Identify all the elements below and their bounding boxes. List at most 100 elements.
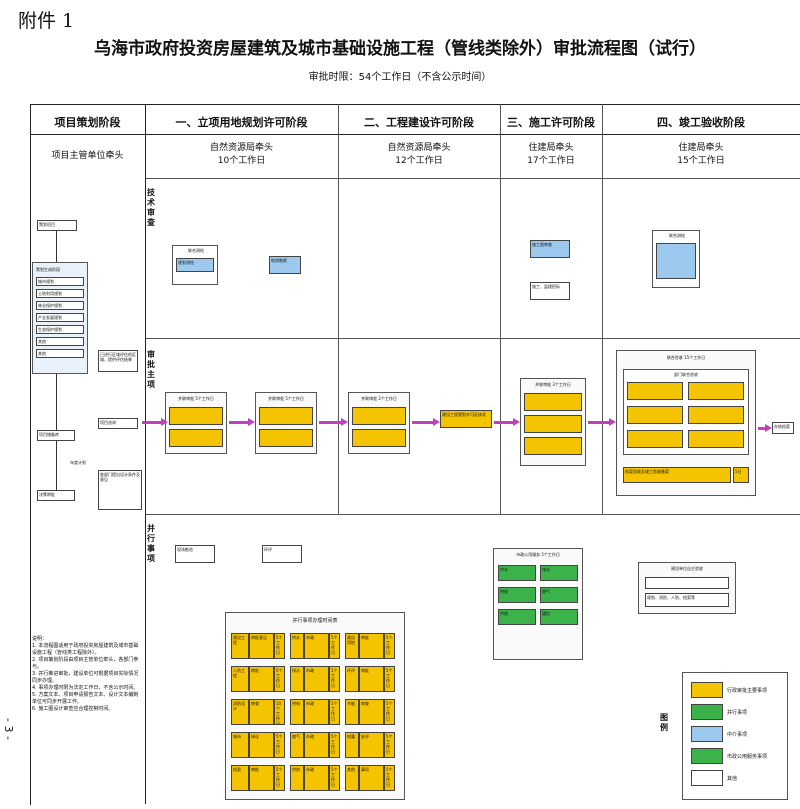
flow-arrow	[494, 418, 520, 426]
flow-arrow	[412, 418, 440, 426]
side-label-approve: 审批主项	[147, 350, 155, 389]
stage4-archive: 办结档案	[772, 422, 794, 434]
note-line: 5. 方案文本、项目申请报告文本、设计文本编制单位可同步开展工作。	[32, 692, 139, 705]
lead-divider	[145, 178, 800, 179]
flowchart-frame	[30, 104, 800, 805]
attachment-label: 附件 1	[18, 10, 75, 32]
stage4-tech-panel: 联合测绘	[652, 230, 700, 288]
stage3-item-1	[524, 393, 582, 411]
stage3-tech-item: 施工图审查	[530, 240, 570, 258]
legend-item: 并行事项	[691, 701, 787, 723]
table-row: 建设工程 审批意见 5个工作日 供水 市政 5个工作日 建设用地 审批 5个工作…	[231, 633, 401, 659]
planning-item-5: 其他	[36, 337, 84, 346]
utility-0: 供水	[498, 565, 536, 581]
notes-heading: 说明：	[32, 636, 48, 642]
stage2-item-2	[352, 429, 406, 447]
planning-decision: 决策审批	[37, 490, 75, 501]
dept-item-5	[627, 430, 683, 448]
stage2-group-title: 并联审批 2个工作日	[361, 396, 397, 401]
stage1-b-item-2	[259, 429, 313, 447]
stage3-parallel-panel: 市政公用服务 5个工作日 供水 排水 供电 燃气 供热 通信	[493, 548, 583, 660]
legend-swatch	[691, 748, 723, 764]
stage-1-lead: 自然资源局牵头	[209, 143, 273, 153]
stage2-group: 并联审批 2个工作日	[348, 392, 410, 454]
planning-start: 策划项目	[37, 220, 77, 231]
note-line: 2. 项目策划阶段由项目主管单位牵头，各部门参与。	[32, 657, 139, 670]
planning-item-4: 生态保护规划	[36, 325, 84, 334]
connector	[56, 441, 57, 490]
stage4-dept-panel: 部门联合验收	[623, 369, 749, 455]
planning-note2: 各部门提出设计条件及意见	[98, 470, 142, 510]
page-title: 乌海市政府投资房屋建筑及城市基础设施工程（管线类除外）审批流程图（试行）	[94, 39, 706, 59]
legend-swatch	[691, 704, 723, 720]
legend-item: 市政公用服务事项	[691, 745, 787, 767]
stage3-item-3	[524, 437, 582, 455]
col-divider-2	[338, 104, 339, 514]
stage-2-title: 二、工程建设许可阶段	[364, 116, 474, 129]
stage4-joint-title: 联合验收 15个工作日	[666, 355, 706, 360]
tech-divider	[145, 338, 800, 339]
stage-3-lead: 住建局牵头	[528, 143, 574, 153]
stage4-tech-title: 联合测绘	[669, 233, 685, 238]
stage1-tech-item: 规划测绘	[176, 258, 214, 272]
page-number: - 3 -	[2, 718, 15, 740]
legend: 图例 行政审批主要事项 并行事项 中介事项 市政公用服务事项 其他	[660, 672, 788, 800]
stage4-parallel-item-1	[645, 577, 729, 589]
stage4-parallel-title: 建设单位自主验收	[671, 566, 703, 571]
flow-arrow	[229, 418, 255, 426]
parallel-table-rows: 建设工程 审批意见 5个工作日 供水 市政 5个工作日 建设用地 审批 5个工作…	[231, 633, 401, 791]
table-row: 消防设计 审查 10个工作日 供电 市政 5个工作日 节能 审查 5个工作日	[231, 699, 401, 725]
planning-item-2: 林业保护规划	[36, 301, 84, 310]
connector	[56, 231, 57, 262]
col-divider-3	[500, 104, 501, 514]
stage3-tech-sub: 施工、监理招标	[530, 282, 570, 300]
stage3-group-title: 并联审批 3个工作日	[535, 382, 571, 387]
stage1-tech-title: 联合测绘	[188, 248, 204, 253]
note-line: 3. 并行推进审批，建设单位可根据项目实际情况同步办理。	[32, 671, 139, 684]
stage-0-lead: 项目主管单位牵头	[51, 151, 124, 161]
parallel-table: 并行事项办理时间表 建设工程 审批意见 5个工作日 供水 市政 5个工作日 建设…	[225, 612, 405, 800]
planning-note1: 已进行区域评估的区域，提供评估结果	[98, 350, 138, 372]
stage4-final-bar: 档案验收及竣工验收备案	[623, 467, 731, 483]
dept-item-3	[627, 406, 683, 424]
stage-2-days: 12个工作日	[395, 156, 443, 166]
planning-item-6: 其他	[36, 349, 84, 358]
planning-list-panel: 策划生成阶段 城市规划 土地利用规划 林业保护规划 产业发展规划 生态保护规划 …	[32, 262, 88, 374]
utility-4: 供热	[498, 609, 536, 625]
legend-swatch	[691, 770, 723, 786]
legend-title: 图例	[660, 713, 668, 732]
utility-2: 供电	[498, 587, 536, 603]
legend-item: 其他	[691, 767, 787, 789]
flow-arrow	[758, 424, 772, 432]
table-row: 城市 绿化 5个工作日 燃气 市政 5个工作日 地震 安评 5个工作日	[231, 732, 401, 758]
stage-3-days: 17个工作日	[527, 156, 575, 166]
dept-item-4	[688, 406, 744, 424]
stage-4-title: 四、竣工验收阶段	[657, 116, 745, 129]
stage1-a-item-2	[169, 429, 223, 447]
stage3-item-2	[524, 415, 582, 433]
stage-0-title: 项目策划阶段	[54, 116, 121, 129]
stage1-group-a: 并联审批 5个工作日	[165, 392, 227, 454]
stage4-joint-panel: 联合验收 15个工作日 部门联合验收 档案验收及竣工验收备案 5日	[616, 350, 756, 496]
planning-annual: 年度计划	[70, 460, 86, 465]
stage1-parallel-1: 环评	[262, 545, 302, 563]
stage1-group-a-title: 并联审批 5个工作日	[178, 396, 214, 401]
stage3-group: 并联审批 3个工作日	[520, 378, 586, 466]
stage3-parallel-title: 市政公用服务 5个工作日	[516, 552, 560, 557]
stage4-final-badge: 5日	[733, 467, 749, 483]
stage4-parallel-panel: 建设单位自主验收 规划、消防、人防、档案等	[638, 562, 736, 614]
planning-register: 项目储备库	[37, 430, 75, 441]
stage-4-lead: 住建局牵头	[678, 143, 724, 153]
time-limit: 审批时限：54个工作日（不含公示时间）	[308, 72, 492, 83]
dept-item-6	[688, 430, 744, 448]
flow-arrow	[588, 418, 616, 426]
legend-swatch	[691, 682, 723, 698]
flow-arrow	[319, 418, 348, 426]
stage1-group-b: 并联审批 5个工作日	[255, 392, 317, 454]
legend-item: 中介事项	[691, 723, 787, 745]
stage1-tech-panel: 联合测绘 规划测绘	[172, 245, 218, 285]
stage2-middle: 建设工程规划许可证核发	[440, 410, 492, 428]
stage1-group-b-title: 并联审批 5个工作日	[268, 396, 304, 401]
stage4-tech-item	[656, 243, 696, 279]
header-divider	[30, 134, 800, 135]
